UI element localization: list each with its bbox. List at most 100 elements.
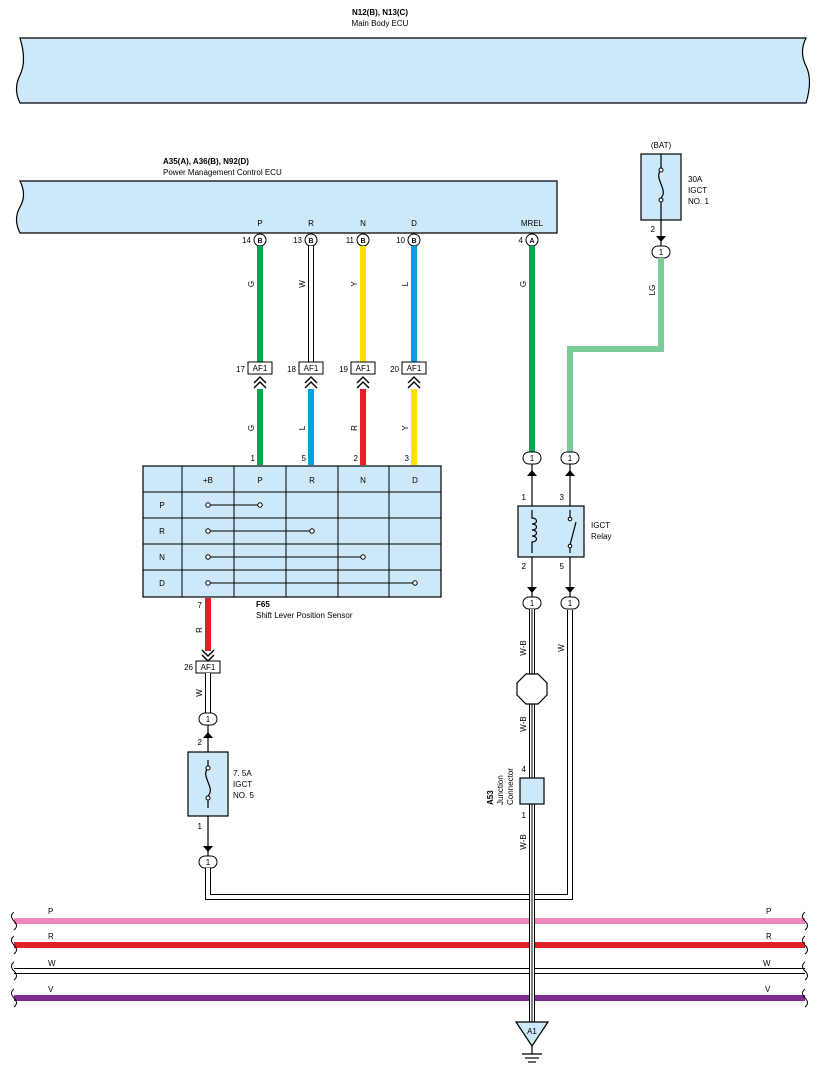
junction-pin-top: 4 — [522, 765, 527, 774]
relay-pin-5: 5 — [560, 562, 565, 571]
af1-17-tag: AF1 — [253, 364, 268, 373]
af1-19-box — [350, 361, 376, 375]
af1-20-tag: AF1 — [407, 364, 422, 373]
sensor-code: F65 — [256, 600, 270, 609]
wire-color-w-relay: W — [557, 644, 566, 652]
af1-20-num: 20 — [390, 365, 399, 374]
af1-18-num: 18 — [287, 365, 296, 374]
fuse-small-end — [205, 765, 211, 771]
relay-label-2: Relay — [591, 532, 611, 541]
bat-fuse-arrow — [656, 236, 666, 242]
relay-conn-2-num: 1 — [530, 599, 535, 608]
ground-triangle — [514, 1021, 550, 1048]
relay-arrow-5 — [565, 587, 575, 593]
sensor-header-r: R — [309, 476, 315, 485]
upper-wires: G W Y L G — [247, 246, 535, 452]
pm-pin-num-p: 14 — [242, 236, 251, 245]
af1-19-num: 19 — [339, 365, 348, 374]
pm-control-ecu: A35(A), A36(B), N92(D) Power Management … — [15, 157, 558, 247]
bat-fuse-conn-num: 1 — [659, 248, 664, 257]
buses: P P R R W W V V — [11, 907, 808, 1008]
pm-pin-label-d: D — [411, 219, 417, 228]
sensor-row-r: R — [159, 527, 165, 536]
junction-name-1: Junction — [496, 775, 505, 805]
af1-17-chevrons — [253, 376, 267, 389]
af1-18-box — [298, 361, 324, 375]
junction-connector-box — [519, 777, 545, 805]
wire-w-return — [206, 610, 572, 899]
bus-p-label-left: P — [48, 907, 53, 916]
af1-26-num: 26 — [184, 663, 193, 672]
main-body-ecu: N12(B), N13(C) Main Body ECU — [15, 8, 811, 104]
bus-r-break-right — [802, 935, 808, 955]
pm-pin-num-n: 11 — [346, 236, 355, 245]
af1-connector-20: 20 AF1 — [390, 361, 427, 389]
wire-color-g-2: G — [247, 425, 256, 431]
af1-19-chevrons — [356, 376, 370, 389]
bus-w: W W — [11, 959, 808, 981]
af1-connector-19: 19 AF1 — [339, 361, 376, 389]
bat-fuse-end — [658, 197, 664, 203]
pm-conn-letter-p: B — [257, 238, 262, 245]
pm-conn-letter-mrel: A — [529, 238, 534, 245]
bus-p-label-right: P — [766, 907, 771, 916]
shift-lever-position-sensor: +B P R N D P R N D F65 Shift Lever Posit… — [142, 465, 442, 620]
relay-contact — [567, 516, 573, 522]
relay-conn-3-top-num: 1 — [568, 454, 573, 463]
relay-conn-1-top-num: 1 — [530, 454, 535, 463]
ground-path: W-B W-B W-B 4 1 A53 Junction Connector — [486, 609, 548, 1022]
bus-p-break-right — [802, 911, 808, 931]
bus-v-break-right — [802, 988, 808, 1008]
bat-fuse-rating: 30A — [688, 175, 703, 184]
wire-color-r-b: R — [195, 627, 204, 633]
sensor-pin-5: 5 — [302, 454, 307, 463]
bat-fuse-pin: 2 — [651, 225, 656, 234]
bus-v-label-right: V — [765, 985, 771, 994]
wire-color-l-1: L — [401, 281, 410, 286]
sensor-row-d: D — [159, 579, 165, 588]
igct-relay: 1 1 1 3 IGCT Relay 2 5 1 1 W — [517, 451, 611, 652]
fuse-small-arrow-top — [203, 732, 213, 738]
relay-label-1: IGCT — [591, 521, 610, 530]
splice-octagon — [516, 673, 548, 705]
bus-v-break-left — [11, 988, 17, 1008]
wire-color-w-1: W — [298, 280, 307, 288]
wire-color-l-2: L — [298, 425, 307, 430]
fuse-small-number: NO. 5 — [233, 791, 254, 800]
relay-conn-5-bottom — [560, 596, 580, 610]
af1-18-chevrons — [304, 376, 318, 389]
bus-w-label-left: W — [48, 959, 56, 968]
ground-label: A1 — [527, 1027, 537, 1036]
pm-ecu-name: Power Management Control ECU — [163, 168, 282, 177]
fuse-small-arrow-bottom — [203, 846, 213, 852]
sensor-pin-1: 1 — [251, 454, 256, 463]
bat-fuse-end — [658, 167, 664, 173]
sensor-header-d: D — [412, 476, 418, 485]
fuse-small-conn-bottom-num: 1 — [206, 858, 211, 867]
bus-p: P P — [11, 907, 808, 931]
wire-lg — [567, 258, 664, 452]
sensor-header-b: +B — [203, 476, 213, 485]
af1-26-chevrons — [201, 649, 215, 662]
lower-wires: G L R Y 1 5 2 3 — [247, 389, 417, 465]
bus-p-break-left — [11, 911, 17, 931]
af1-19-tag: AF1 — [356, 364, 371, 373]
fuse-small-pin-bottom: 1 — [198, 822, 203, 831]
wire-color-y-2: Y — [401, 425, 410, 431]
pm-pin-label-p: P — [257, 219, 262, 228]
wire-color-y-1: Y — [350, 281, 359, 287]
sensor-pin-2: 2 — [354, 454, 359, 463]
pm-pin-label-n: N — [360, 219, 366, 228]
wire-color-g-1: G — [247, 281, 256, 287]
pm-conn-letter-d: B — [411, 238, 416, 245]
af1-connector-17: 17 AF1 — [236, 361, 273, 389]
wire-color-w-b: W — [195, 689, 204, 697]
pm-pin-num-mrel: 4 — [519, 236, 524, 245]
wire-color-wb-3: W-B — [519, 834, 528, 849]
relay-pin-2: 2 — [522, 562, 527, 571]
bus-v: V V — [11, 985, 808, 1008]
fuse-small-type: IGCT — [233, 780, 252, 789]
pm-ecu-code: A35(A), A36(B), N92(D) — [163, 157, 249, 166]
bus-r-label-left: R — [48, 932, 54, 941]
fuse-small-pin-top: 2 — [198, 738, 203, 747]
